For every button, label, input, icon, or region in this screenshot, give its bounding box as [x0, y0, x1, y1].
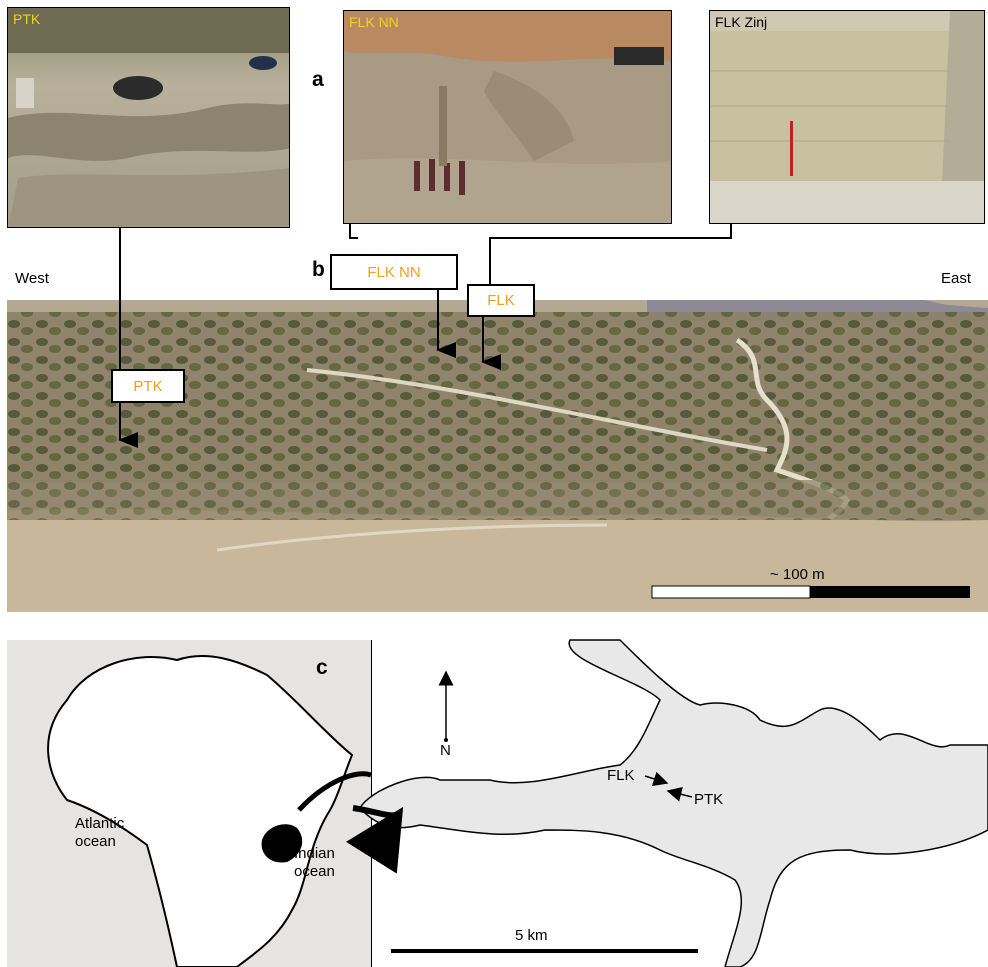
gorge-flk-label: FLK	[607, 767, 635, 784]
label-flk: FLK	[467, 284, 535, 317]
photo-flk-nn-image	[344, 11, 671, 223]
panel-label-b: b	[312, 258, 325, 281]
africa-map-panel: Atlantic ocean Indian ocean	[7, 640, 371, 967]
label-indian-ocean: Indian ocean	[294, 845, 335, 880]
label-atlantic-ocean: Atlantic ocean	[75, 815, 125, 850]
direction-east: East	[941, 270, 972, 287]
photo-ptk: PTK	[7, 7, 290, 228]
label-flk-nn: FLK NN	[330, 254, 458, 290]
photo-ptk-caption: PTK	[13, 11, 41, 27]
direction-west: West	[15, 270, 49, 287]
gorge-ptk-label: PTK	[694, 791, 724, 808]
panel-label-c: c	[316, 656, 328, 679]
photo-flk-nn: FLK NN	[343, 10, 672, 224]
photo-flk-zinj-caption: FLK Zinj	[715, 14, 768, 30]
gorge-scale-label: 5 km	[515, 927, 548, 944]
label-ptk: PTK	[111, 369, 185, 403]
africa-outline	[47, 654, 371, 967]
photo-flk-zinj-image	[710, 11, 984, 223]
gorge-outline	[359, 639, 988, 967]
panel-label-a: a	[312, 68, 324, 91]
photo-flk-zinj: FLK Zinj	[709, 10, 985, 224]
photo-flk-nn-caption: FLK NN	[349, 14, 399, 30]
photo-ptk-image	[8, 8, 289, 227]
panorama-scale-label: ~ 100 m	[770, 566, 825, 583]
gorge-north-label: N	[440, 742, 451, 759]
